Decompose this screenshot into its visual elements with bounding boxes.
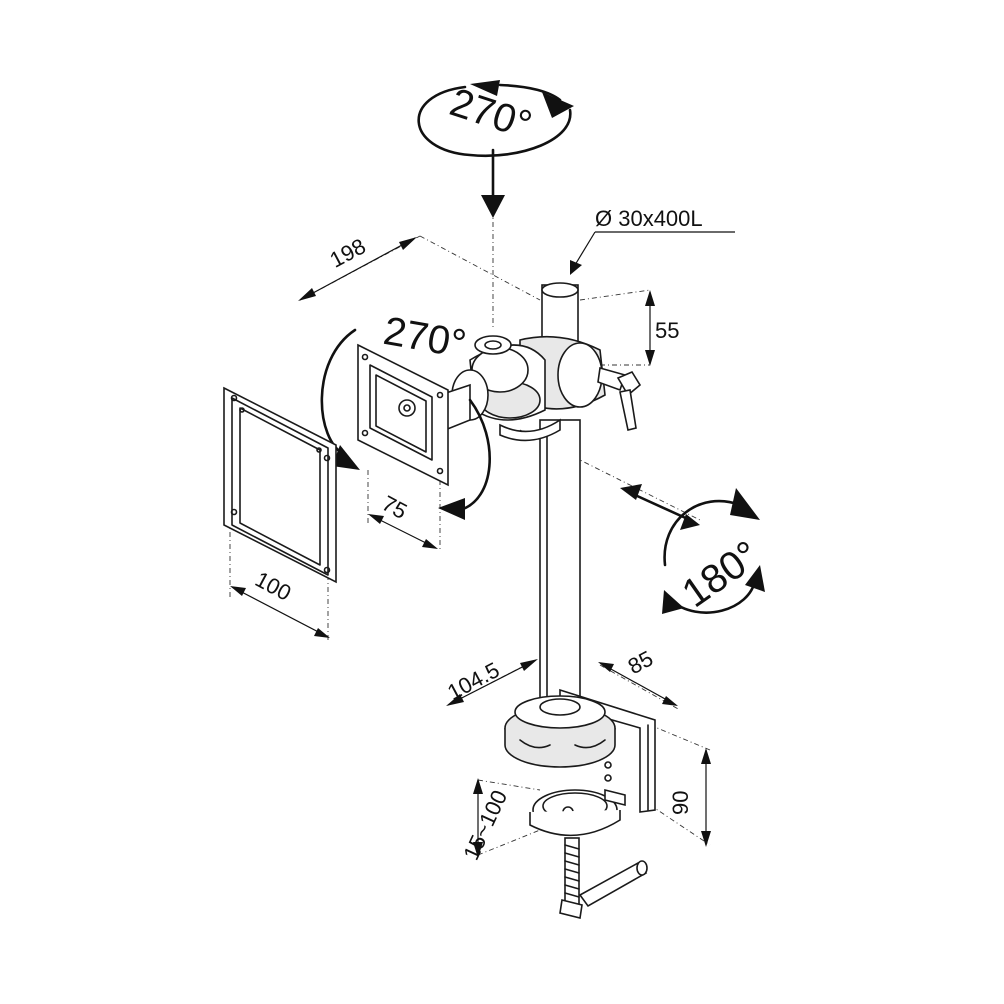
- dimension-90: [701, 748, 711, 847]
- tilt-rotation-symbol: [320, 328, 491, 520]
- top-rotation-label: 270°: [445, 80, 537, 147]
- clamp-base: [504, 688, 656, 837]
- dim-104-5-label: 104.5: [443, 657, 503, 705]
- dimension-104-5: [446, 659, 538, 706]
- dim-55-label: 55: [655, 318, 679, 343]
- vesa-plate-75: [357, 343, 449, 487]
- dim-75-label: 75: [378, 490, 411, 524]
- dim-15-100-label: 15~100: [458, 786, 512, 864]
- locking-lever: [597, 366, 642, 431]
- dimension-100: [230, 586, 330, 638]
- pole-spec-callout: [570, 231, 735, 275]
- pole-spec-label: Ø 30x400L: [595, 206, 703, 231]
- dimension-85: [598, 662, 678, 706]
- swivel-rotation-symbol: [620, 484, 765, 614]
- vesa-plate-100: [223, 386, 337, 584]
- swivel-rotation-label: 180°: [674, 533, 767, 616]
- dimension-75: [368, 514, 438, 549]
- dim-85-label: 85: [624, 646, 657, 680]
- dimension-198: [298, 237, 417, 301]
- dimension-55: [645, 290, 655, 366]
- clamp-screw: [559, 837, 648, 919]
- head-joints: [439, 335, 606, 442]
- dim-90-label: 90: [668, 791, 693, 815]
- dim-198-label: 198: [326, 233, 370, 272]
- top-rotation-symbol: [417, 80, 574, 218]
- dimension-15-100: [473, 778, 483, 858]
- tilt-rotation-label: 270°: [380, 309, 469, 367]
